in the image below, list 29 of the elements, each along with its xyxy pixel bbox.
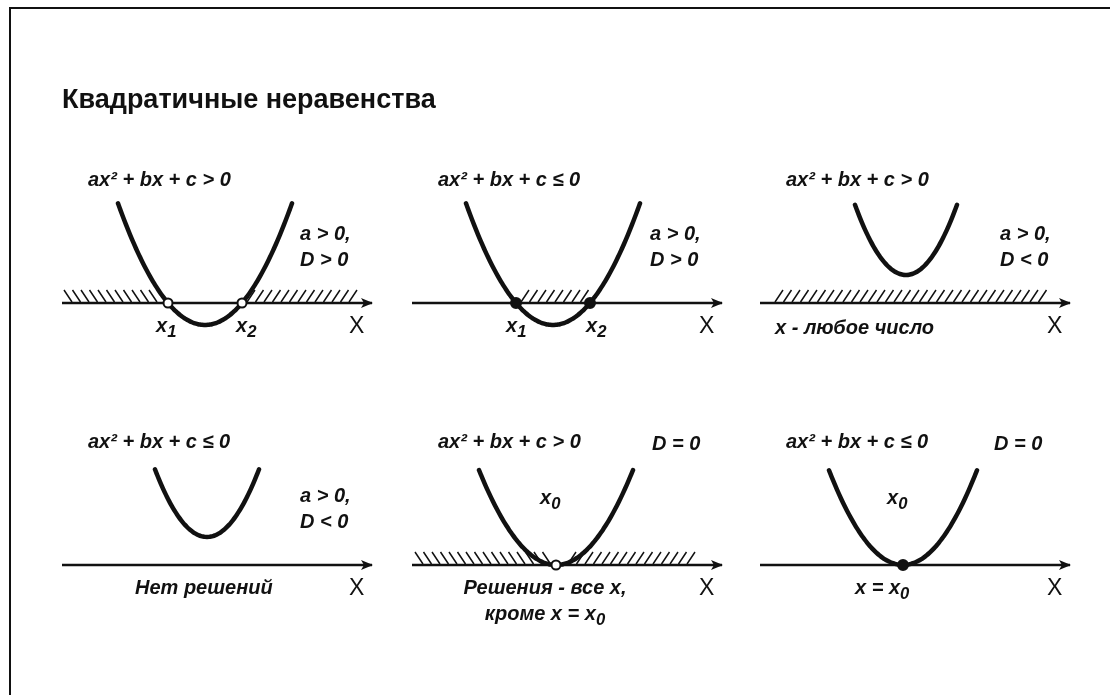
solution-text: Решения - все x, кроме x = x$_{0}$ (462, 575, 628, 631)
root-label: x$_{2}$ (236, 313, 257, 343)
inequality-formula: ax² + bx + c > 0 (438, 429, 581, 454)
root-label: x$_{0}$ (540, 485, 561, 515)
condition-text: D = 0 (652, 431, 701, 456)
inequality-formula: ax² + bx + c > 0 (88, 167, 231, 192)
root-label: x$_{1}$ (156, 313, 177, 343)
axis-label: X (349, 312, 365, 338)
condition-text: a > 0, D < 0 (300, 483, 352, 534)
root-label: x$_{1}$ (506, 313, 527, 343)
condition-text: a > 0, D > 0 (650, 221, 702, 272)
axis-label: X (349, 574, 365, 600)
inequality-formula: ax² + bx + c ≤ 0 (438, 167, 581, 192)
condition-text: D = 0 (994, 431, 1043, 456)
condition-text: a > 0, D < 0 (1000, 221, 1052, 272)
solution-text: Нет решений (135, 575, 273, 600)
inequality-formula: ax² + bx + c ≤ 0 (88, 429, 231, 454)
root-label: x$_{2}$ (586, 313, 607, 343)
root-label: x$_{0}$ (887, 485, 908, 515)
condition-text: a > 0, D > 0 (300, 221, 352, 272)
solution-text: x - любое число (775, 315, 935, 340)
inequality-formula: ax² + bx + c ≤ 0 (786, 429, 929, 454)
title: Квадратичные неравенства (62, 84, 436, 115)
inequality-formula: ax² + bx + c > 0 (786, 167, 929, 192)
axis-label: X (699, 574, 715, 600)
axis-label: X (699, 312, 715, 338)
axis-label: X (1047, 312, 1063, 338)
solution-text: x = x$_{0}$ (855, 575, 910, 605)
axis-label: X (1047, 574, 1063, 600)
